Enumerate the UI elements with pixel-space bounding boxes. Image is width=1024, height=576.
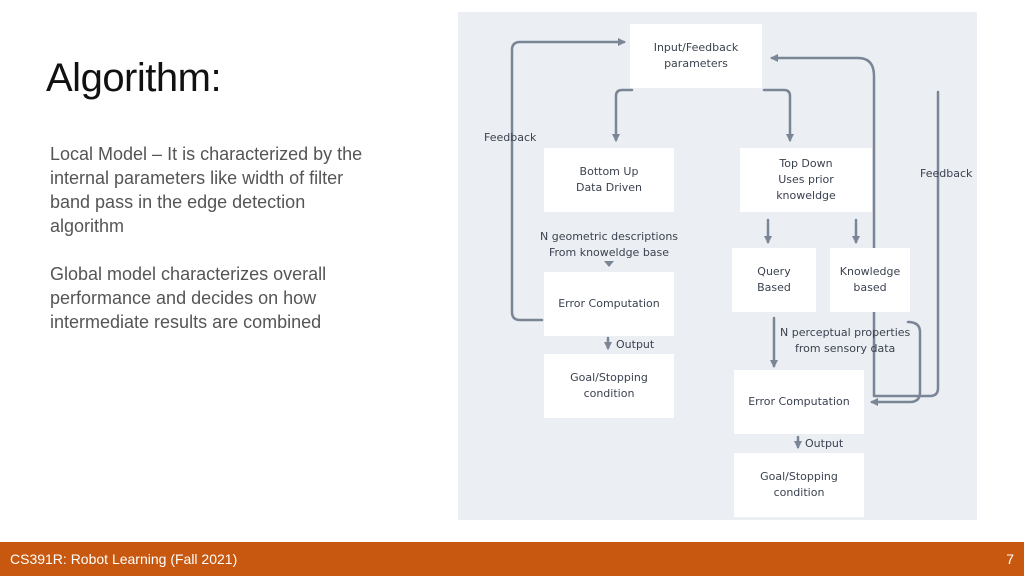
label-feedback-right: Feedback <box>920 167 973 180</box>
node-error-computation-left: Error Computation <box>544 272 674 336</box>
node-error-computation-right: Error Computation <box>734 370 864 434</box>
diagram-arrows <box>510 38 940 449</box>
algorithm-flow-diagram: Input/Feedback parameters Bottom Up Data… <box>458 12 977 520</box>
arrow-feedback-left <box>510 38 626 322</box>
node-goal-stopping-right: Goal/Stopping condition <box>734 453 864 517</box>
arrow-feedback-right <box>770 54 940 398</box>
label-feedback-left: Feedback <box>484 131 537 144</box>
label-output-left: Output <box>616 338 655 351</box>
arrow-descriptions-tip <box>604 261 614 267</box>
footer-bar: CS391R: Robot Learning (Fall 2021) 7 <box>0 542 1024 576</box>
label-output-right: Output <box>805 437 844 450</box>
global-model-paragraph: Global model characterizes overall perfo… <box>50 264 327 332</box>
node-bottom-up-data-driven: Bottom Up Data Driven <box>544 148 674 212</box>
arrow-input-to-bottom-up <box>612 88 634 142</box>
label-perceptual-properties: N perceptual properties from sensory dat… <box>780 326 911 355</box>
arrow-perceptual-feedback <box>870 320 922 406</box>
node-query-based: Query Based <box>732 248 816 312</box>
label-geometric-descriptions: N geometric descriptions From knoweldge … <box>540 230 679 259</box>
page-number: 7 <box>1006 551 1014 567</box>
node-goal-stopping-left: Goal/Stopping condition <box>544 354 674 418</box>
node-input-feedback-parameters: Input/Feedback parameters <box>630 24 762 88</box>
local-model-paragraph: Local Model – It is characterized by the… <box>50 144 363 236</box>
node-knowledge-based: Knowledge based <box>830 248 910 312</box>
slide-title: Algorithm: <box>46 56 222 100</box>
course-name: CS391R: Robot Learning (Fall 2021) <box>10 551 238 567</box>
node-top-down-prior-knowledge: Top Down Uses prior knoweldge <box>740 148 872 212</box>
arrow-input-to-top-down <box>762 88 794 142</box>
